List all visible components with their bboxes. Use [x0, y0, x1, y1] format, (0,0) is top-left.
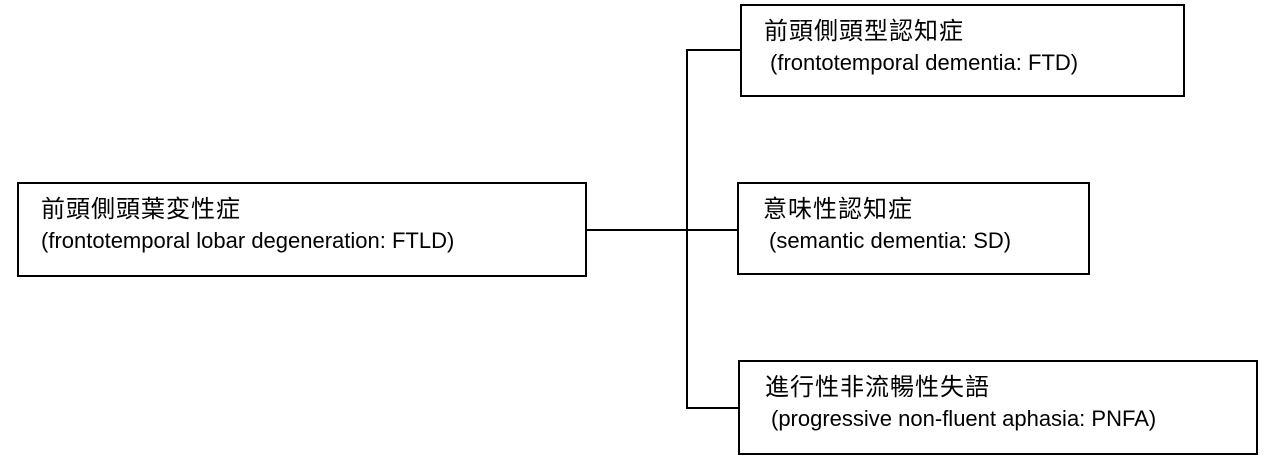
ftld-japanese-label: 前頭側頭葉変性症: [41, 195, 241, 223]
sd-japanese-label: 意味性認知症: [763, 195, 913, 223]
pnfa-english-label: (progressive non-fluent aphasia: PNFA): [771, 406, 1157, 431]
ftld-box: 前頭側頭葉変性症 (frontotemporal lobar degenerat…: [17, 182, 587, 277]
ftd-english-label: (frontotemporal dementia: FTD): [770, 50, 1079, 75]
ftd-japanese-label: 前頭側頭型認知症: [764, 17, 964, 45]
ftld-english-label: (frontotemporal lobar degeneration: FTLD…: [41, 228, 455, 253]
pnfa-japanese-label: 進行性非流暢性失語: [765, 373, 990, 401]
sd-box: 意味性認知症 (semantic dementia: SD): [737, 182, 1090, 275]
ftd-box: 前頭側頭型認知症 (frontotemporal dementia: FTD): [740, 4, 1185, 97]
pnfa-box: 進行性非流暢性失語 (progressive non-fluent aphasi…: [738, 360, 1258, 455]
sd-english-label: (semantic dementia: SD): [769, 228, 1012, 253]
